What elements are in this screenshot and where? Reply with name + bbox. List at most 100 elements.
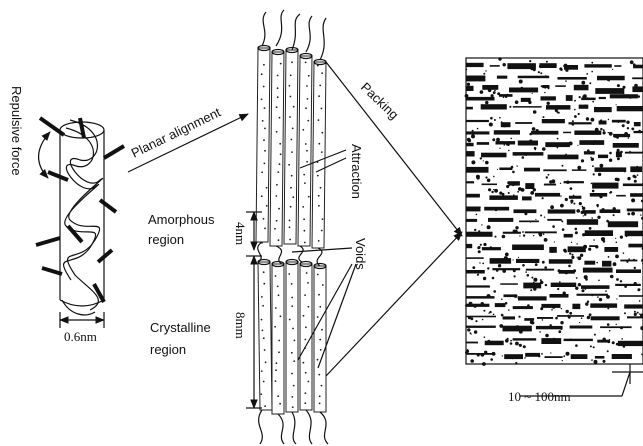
amorphous-dim-label: 4nm <box>233 222 248 245</box>
fibril-dot <box>321 108 323 110</box>
texture-speck <box>579 96 581 98</box>
texture-speck <box>622 124 625 127</box>
texture-speck <box>533 287 536 290</box>
texture-speck <box>484 351 487 354</box>
fibril-dot <box>318 95 320 97</box>
texture-speck <box>615 255 619 259</box>
fibril-dot <box>320 349 322 351</box>
texture-speck <box>512 171 515 174</box>
texture-speck <box>565 154 567 156</box>
texture-speck <box>591 62 593 64</box>
texture-speck <box>592 142 595 145</box>
texture-speck <box>587 301 589 303</box>
texture-speck <box>599 298 602 301</box>
lamella-segment <box>625 152 643 154</box>
lamella-segment <box>524 168 540 172</box>
texture-speck <box>494 119 496 121</box>
texture-speck <box>581 317 583 319</box>
texture-speck <box>606 220 609 223</box>
texture-speck <box>525 154 527 156</box>
texture-speck <box>523 152 526 155</box>
texture-speck <box>636 166 638 168</box>
texture-speck <box>485 70 486 71</box>
texture-speck <box>616 104 617 105</box>
lamella-segment <box>490 258 512 264</box>
lamella-segment <box>564 339 593 341</box>
texture-speck <box>616 278 619 281</box>
lamella-segment <box>515 122 532 124</box>
texture-speck <box>616 178 619 181</box>
fibril-dot <box>263 381 265 383</box>
texture-speck <box>518 296 521 299</box>
texture-speck <box>533 282 535 284</box>
lamella-segment <box>523 283 541 289</box>
texture-speck <box>477 247 480 250</box>
lamella-segment <box>616 269 641 273</box>
lamella-segment <box>531 131 558 135</box>
texture-speck <box>485 101 488 104</box>
lamella-segment <box>551 283 577 287</box>
packing-arrow <box>326 62 462 236</box>
texture-speck <box>540 247 543 250</box>
fibril-dot <box>276 220 278 222</box>
fibril-dot <box>264 107 266 109</box>
texture-speck <box>521 297 524 300</box>
texture-speck <box>507 338 509 340</box>
lamella-segment <box>490 65 500 67</box>
crystalline-region-label-line2: region <box>150 342 186 357</box>
fibril-dot <box>288 164 290 166</box>
texture-speck <box>469 270 472 273</box>
texture-speck <box>548 87 550 89</box>
fibril-dot <box>293 106 295 108</box>
texture-speck <box>560 195 561 196</box>
texture-speck <box>547 102 550 105</box>
texture-speck <box>550 205 554 209</box>
texture-speck <box>608 119 609 120</box>
texture-speck <box>614 135 617 138</box>
texture-speck <box>534 147 537 150</box>
texture-speck <box>478 250 481 253</box>
texture-speck <box>528 101 531 104</box>
texture-speck <box>492 138 495 141</box>
texture-speck <box>584 105 587 108</box>
texture-speck <box>481 354 482 355</box>
lamella-segment <box>590 193 607 197</box>
texture-speck <box>589 313 592 316</box>
texture-speck <box>586 97 589 100</box>
texture-speck <box>627 127 629 129</box>
fibril-dot <box>319 403 321 405</box>
lamella-segment <box>624 304 643 308</box>
lamella-segment <box>496 141 516 144</box>
texture-speck <box>529 60 531 62</box>
fibril-dot <box>307 98 309 100</box>
texture-speck <box>586 117 589 120</box>
texture-speck <box>518 316 520 318</box>
texture-speck <box>601 208 604 211</box>
fibril-dot <box>275 307 277 309</box>
texture-speck <box>503 125 506 128</box>
fibril-dot <box>319 339 321 341</box>
texture-speck <box>610 275 614 279</box>
texture-speck <box>509 106 511 108</box>
texture-speck <box>519 330 523 334</box>
texture-speck <box>581 159 584 162</box>
fibril-dot <box>289 319 291 321</box>
fibril-dot <box>308 196 310 198</box>
fibril-dot <box>321 151 323 153</box>
texture-speck <box>574 109 576 111</box>
lamella-segment <box>583 268 613 273</box>
lamella-segment <box>595 167 627 172</box>
texture-speck <box>591 217 593 219</box>
texture-speck <box>561 220 563 222</box>
texture-speck <box>601 212 602 213</box>
fibril-dot <box>293 360 295 362</box>
texture-speck <box>566 142 569 145</box>
lamella-segment <box>544 184 556 186</box>
texture-speck <box>538 71 540 73</box>
fibril-dot <box>291 297 293 299</box>
lamella-segment <box>570 326 593 329</box>
texture-speck <box>482 263 484 265</box>
lamella-segment <box>584 261 595 265</box>
fibril-dot <box>318 143 320 145</box>
texture-speck <box>593 346 595 348</box>
